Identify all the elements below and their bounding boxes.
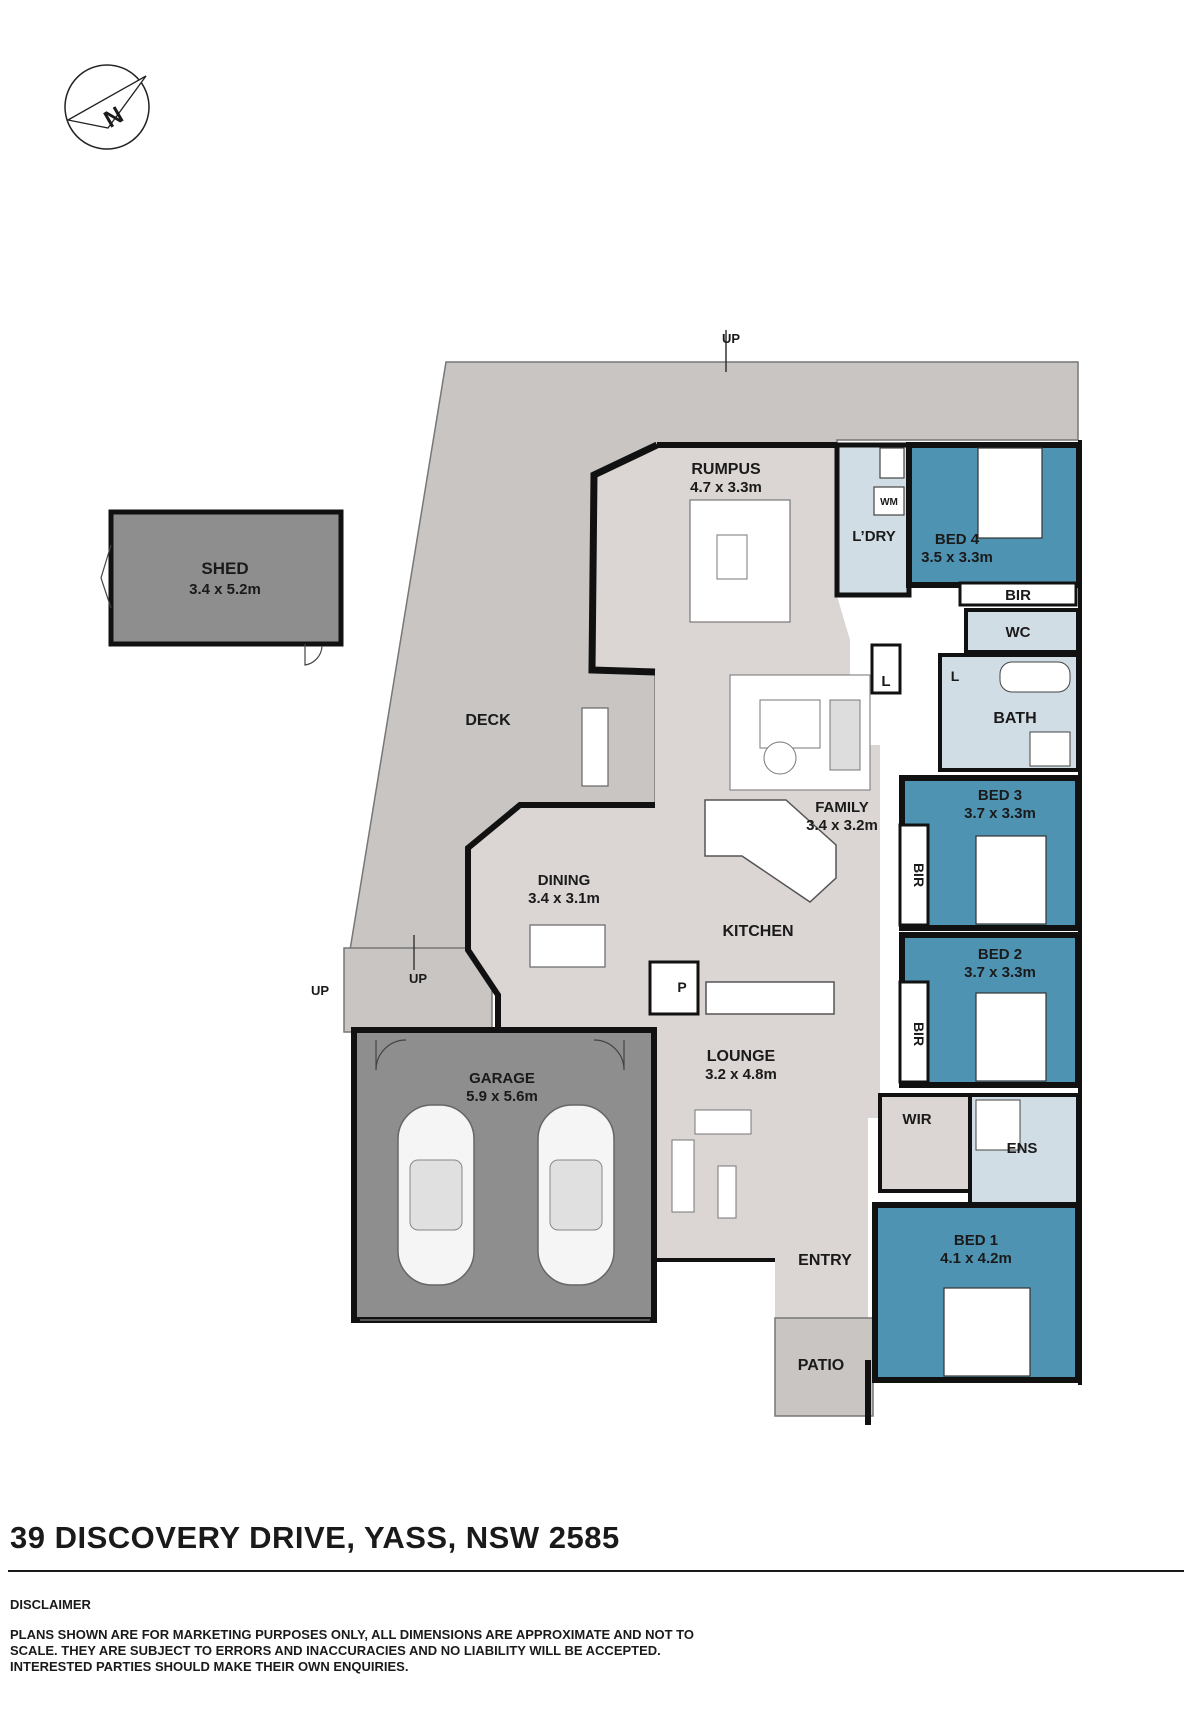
bed2-bed-icon bbox=[975, 992, 1047, 1082]
dining-label: DINING bbox=[538, 872, 591, 889]
wc-label: WC bbox=[1006, 624, 1031, 641]
garage-size: 5.9 x 5.6m bbox=[466, 1088, 538, 1105]
bir3-label: BIR bbox=[911, 863, 927, 887]
bed3-bed-icon bbox=[975, 835, 1047, 925]
bed2-size: 3.7 x 3.3m bbox=[964, 964, 1036, 981]
shed-label: SHED bbox=[201, 559, 248, 578]
bed4-bed-icon bbox=[977, 447, 1043, 539]
dining-table-icon bbox=[529, 924, 606, 968]
kitchen-island bbox=[704, 799, 837, 903]
wir-room bbox=[878, 1093, 972, 1193]
shed-size: 3.4 x 5.2m bbox=[189, 581, 261, 598]
ensuite-shower-icon bbox=[975, 1099, 1021, 1151]
disclaimer-heading: DISCLAIMER bbox=[10, 1597, 91, 1612]
shower-icon bbox=[1029, 731, 1071, 767]
wc-room bbox=[964, 608, 1080, 654]
dining-size: 3.4 x 3.1m bbox=[528, 890, 600, 907]
stairs-up-top-label: UP bbox=[722, 331, 740, 346]
bed1-label: BED 1 bbox=[954, 1232, 998, 1249]
bed3-size: 3.7 x 3.3m bbox=[964, 805, 1036, 822]
garage bbox=[351, 1027, 657, 1323]
bir-top-label: BIR bbox=[1005, 587, 1031, 604]
rumpus-label: RUMPUS bbox=[691, 461, 761, 478]
kitchen-bench bbox=[705, 981, 835, 1015]
family-label: FAMILY bbox=[815, 799, 869, 816]
pantry-label: P bbox=[677, 979, 686, 995]
bed1-size: 4.1 x 4.2m bbox=[940, 1250, 1012, 1267]
bir2-label: BIR bbox=[911, 1022, 927, 1046]
stairs-up-left-label: UP bbox=[311, 983, 329, 998]
deck-table-icon bbox=[581, 707, 609, 787]
linen-1-label: L bbox=[881, 673, 890, 690]
divider bbox=[8, 1570, 1184, 1572]
ens-label: ENS bbox=[1007, 1140, 1038, 1157]
bed4-size: 3.5 x 3.3m bbox=[921, 549, 993, 566]
rumpus-size: 4.7 x 3.3m bbox=[690, 479, 762, 496]
linen-2-label: L bbox=[951, 668, 960, 684]
kitchen-label: KITCHEN bbox=[722, 923, 793, 940]
family-lounge-furniture bbox=[729, 674, 871, 791]
car-right-icon bbox=[537, 1104, 615, 1286]
deck-label: DECK bbox=[465, 712, 511, 729]
bathtub-icon bbox=[999, 661, 1071, 693]
family-size: 3.4 x 3.2m bbox=[806, 817, 878, 834]
garage-label: GARAGE bbox=[469, 1070, 535, 1087]
pantry bbox=[648, 960, 700, 1016]
wir-label: WIR bbox=[902, 1111, 931, 1128]
stairs-up-inner-label: UP bbox=[409, 971, 427, 986]
patio-area bbox=[774, 1317, 874, 1417]
bed2-label: BED 2 bbox=[978, 946, 1022, 963]
bed1-bed-icon bbox=[943, 1287, 1031, 1377]
lounge-label: LOUNGE bbox=[707, 1048, 776, 1065]
patio-label: PATIO bbox=[798, 1357, 845, 1374]
bath-label: BATH bbox=[993, 710, 1036, 727]
disclaimer-text: PLANS SHOWN ARE FOR MARKETING PURPOSES O… bbox=[10, 1627, 694, 1674]
bir-bed2 bbox=[898, 980, 930, 1084]
linen-cupboard-1 bbox=[870, 643, 902, 695]
laundry-tub-icon bbox=[879, 447, 905, 479]
washing-machine-icon bbox=[873, 486, 905, 516]
bed4-label: BED 4 bbox=[935, 531, 980, 548]
laundry-label: L’DRY bbox=[852, 528, 896, 545]
car-left-icon bbox=[397, 1104, 475, 1286]
bir-top bbox=[958, 581, 1078, 607]
bir-bed3 bbox=[898, 823, 930, 927]
shed bbox=[100, 509, 344, 666]
lounge-size: 3.2 x 4.8m bbox=[705, 1066, 777, 1083]
lounge-furniture bbox=[671, 1109, 752, 1219]
interior bbox=[465, 441, 880, 1360]
floor-plan: N bbox=[64, 64, 1082, 1425]
property-address: 39 DISCOVERY DRIVE, YASS, NSW 2585 bbox=[10, 1520, 620, 1555]
bed3-label: BED 3 bbox=[978, 787, 1022, 804]
entry-label: ENTRY bbox=[798, 1252, 852, 1269]
north-compass: N bbox=[64, 64, 150, 150]
washing-machine-label: WM bbox=[880, 497, 898, 508]
side-steps bbox=[343, 947, 493, 1033]
rumpus-table-icon bbox=[689, 499, 791, 623]
